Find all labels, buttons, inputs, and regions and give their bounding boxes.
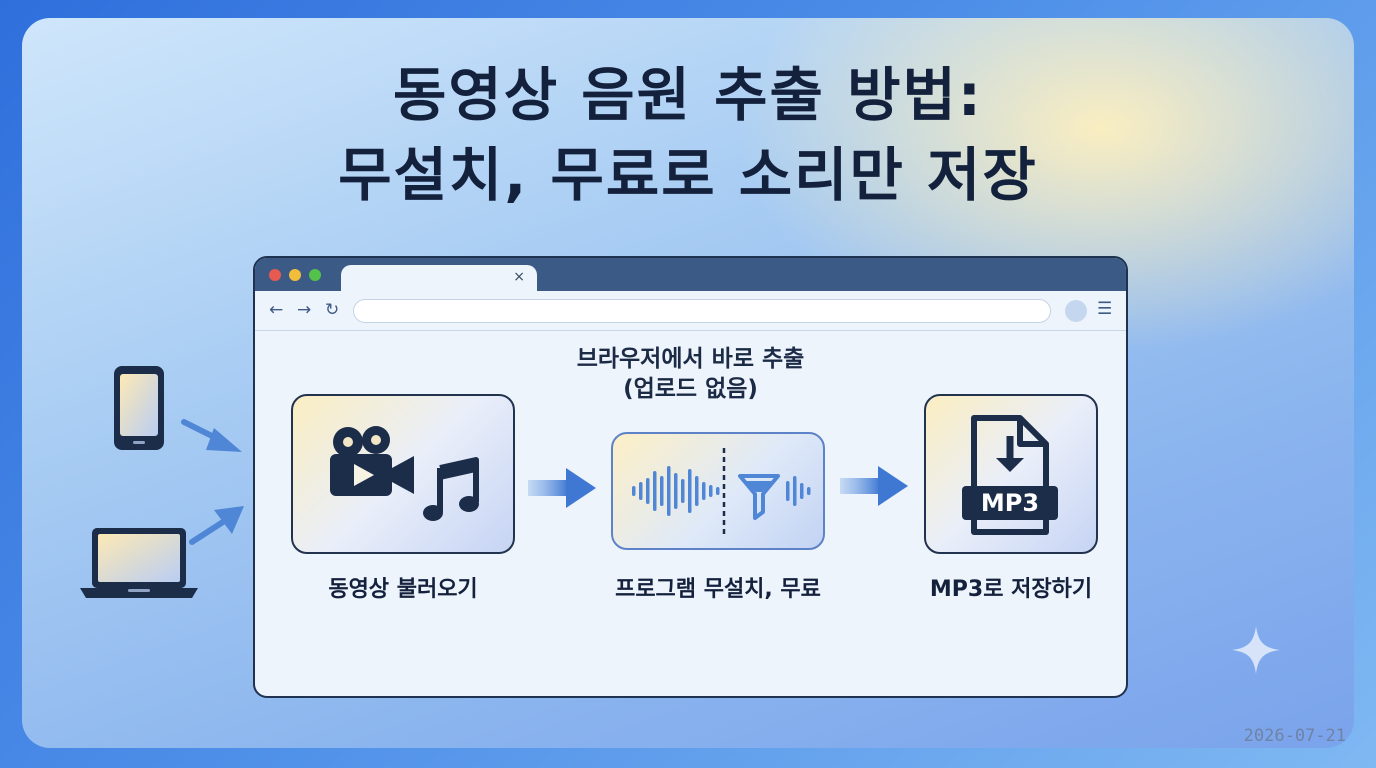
step-1-label: 동영상 불러오기	[328, 577, 478, 602]
menu-icon[interactable]: ☰	[1097, 299, 1113, 319]
address-bar[interactable]	[353, 299, 1051, 323]
video-camera-icon	[330, 426, 414, 496]
waveform-icon	[632, 448, 811, 534]
waveform-bar	[688, 469, 692, 513]
flow-arrow-icon	[840, 466, 908, 506]
arrow-icon	[189, 506, 244, 545]
browser-titlebar: ×	[255, 258, 1126, 293]
title-line-1: 동영상 음원 추출 방법:	[392, 61, 983, 129]
waveform-bar	[674, 473, 678, 509]
waveform-bar	[807, 487, 811, 495]
waveform-bar	[800, 483, 804, 499]
waveform-bar	[646, 478, 650, 504]
waveform-bar	[653, 471, 657, 511]
music-note-icon	[423, 457, 479, 521]
window-maximize-dot[interactable]	[309, 269, 321, 281]
sparkle-icon	[1232, 626, 1280, 674]
tab-close-icon[interactable]: ×	[513, 269, 525, 285]
page-title: 동영상 음원 추출 방법: 무설치, 무료로 소리만 저장	[0, 55, 1376, 215]
waveform-bar	[639, 482, 643, 500]
mp3-badge-label: MP3	[980, 489, 1040, 517]
flow-arrow-icon	[528, 468, 596, 508]
subtitle-line-2: (업로드 없음)	[623, 376, 758, 402]
step-2-label: 프로그램 무설치, 무료	[615, 577, 821, 602]
arrow-icon	[181, 419, 242, 452]
filter-funnel-icon	[738, 474, 780, 520]
waveform-bar	[786, 481, 790, 501]
window-minimize-dot[interactable]	[289, 269, 301, 281]
date-stamp: 2026-07-21	[1243, 726, 1346, 746]
browser-tab[interactable]: ×	[341, 265, 537, 293]
waveform-bar	[681, 479, 685, 503]
browser-toolbar: ← → ↻ ☰	[255, 291, 1126, 331]
smartphone-icon	[114, 366, 164, 450]
flow-subtitle: 브라우저에서 바로 추출 (업로드 없음)	[253, 344, 1128, 404]
waveform-bar	[709, 485, 713, 497]
profile-avatar[interactable]	[1065, 300, 1087, 322]
subtitle-line-1: 브라우저에서 바로 추출	[576, 346, 805, 372]
waveform-bar	[695, 476, 699, 506]
waveform-bar	[716, 487, 720, 495]
window-close-dot[interactable]	[269, 269, 281, 281]
waveform-bar	[793, 476, 797, 506]
waveform-bar	[702, 482, 706, 500]
file-download-icon	[962, 415, 1058, 535]
back-icon[interactable]: ←	[269, 300, 284, 320]
step-3-label: MP3로 저장하기	[929, 577, 1093, 602]
reload-icon[interactable]: ↻	[325, 300, 340, 320]
laptop-icon	[80, 528, 198, 598]
waveform-bar	[660, 476, 664, 506]
title-line-2: 무설치, 무료로 소리만 저장	[338, 141, 1038, 209]
waveform-bar	[632, 486, 636, 496]
waveform-bar	[667, 466, 671, 516]
forward-icon[interactable]: →	[297, 300, 312, 320]
